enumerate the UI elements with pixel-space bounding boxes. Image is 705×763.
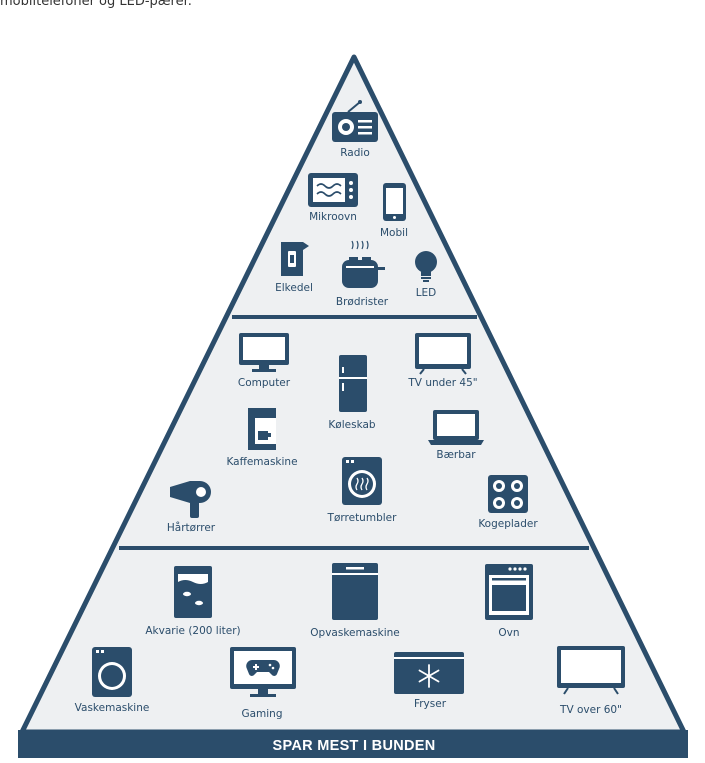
fridge-icon	[339, 355, 367, 412]
tv-small-icon	[415, 333, 471, 375]
freezer-icon	[394, 652, 464, 694]
item-label: Gaming	[241, 708, 282, 720]
item-label: Mobil	[380, 227, 408, 239]
coffee-machine-icon	[248, 408, 276, 450]
item-label: Tørretumbler	[327, 512, 398, 524]
item-label: Computer	[238, 377, 291, 389]
mobile-phone-icon	[383, 183, 406, 221]
item-label: Opvaskemaskine	[310, 627, 399, 639]
item-label: Elkedel	[275, 282, 313, 294]
radio-icon	[332, 100, 378, 142]
monitor-icon	[239, 333, 289, 372]
item-label: Akvarie (200 liter)	[145, 625, 240, 637]
intro-text: mobiltelefoner og LED-pærer.	[0, 0, 192, 9]
tumble-dryer-icon	[342, 457, 382, 505]
item-label: LED	[416, 287, 437, 299]
item-label: Radio	[340, 147, 370, 159]
kettle-icon	[281, 242, 309, 276]
gaming-icon	[230, 647, 296, 697]
washing-machine-icon	[92, 647, 132, 697]
led-bulb-icon	[415, 251, 437, 282]
dishwasher-icon	[332, 563, 378, 620]
hairdryer-icon	[170, 481, 211, 518]
item-label: Ovn	[498, 627, 519, 639]
hob-icon	[488, 475, 528, 513]
item-label: Mikroovn	[309, 211, 357, 223]
oven-icon	[485, 564, 533, 620]
item-label: Vaskemaskine	[75, 702, 150, 714]
item-label: Kogeplader	[478, 518, 538, 530]
tv-large-icon	[557, 646, 625, 695]
item-label: Brødrister	[336, 296, 389, 308]
microwave-icon	[308, 173, 358, 207]
laptop-icon	[428, 410, 484, 445]
item-label: Hårtørrer	[167, 521, 216, 534]
item-label: Køleskab	[328, 419, 375, 431]
banner-bar	[18, 730, 688, 758]
aquarium-icon	[174, 566, 212, 618]
banner-text: SPAR MEST I BUNDEN	[272, 738, 435, 754]
toaster-icon	[342, 240, 385, 288]
item-label: TV over 60"	[559, 704, 622, 716]
item-label: TV under 45"	[407, 377, 477, 389]
item-label: Fryser	[414, 698, 447, 710]
item-label: Bærbar	[436, 449, 476, 461]
item-label: Kaffemaskine	[226, 456, 297, 468]
